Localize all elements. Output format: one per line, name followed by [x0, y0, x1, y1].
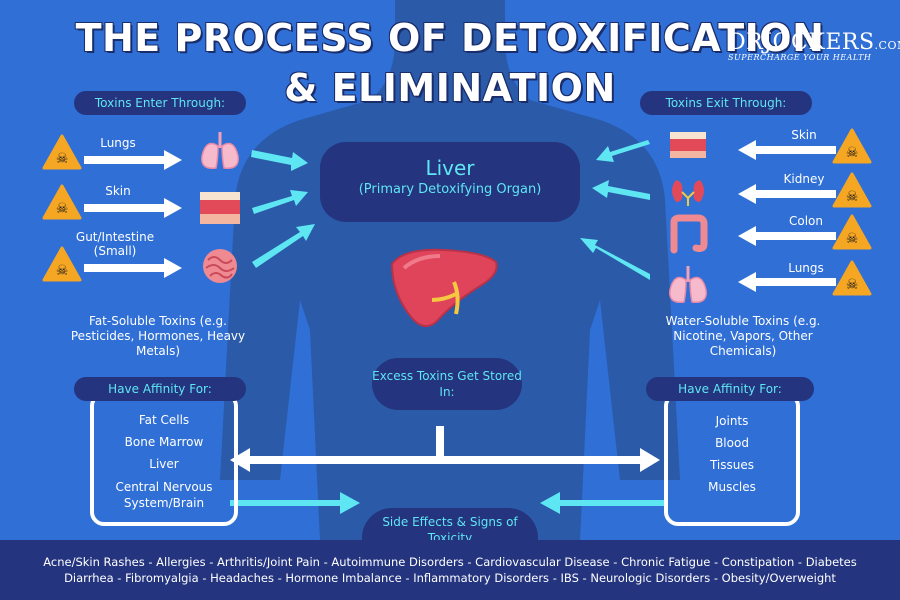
- svg-text:☠: ☠: [846, 231, 859, 247]
- svg-text:☠: ☠: [846, 145, 859, 161]
- liver-subtitle: (Primary Detoxifying Organ): [358, 182, 542, 197]
- arrow-left: [738, 272, 836, 292]
- exit-label-skin: Skin: [791, 128, 817, 142]
- fat-soluble-toxins: Fat-Soluble Toxins (e.g. Pesticides, Hor…: [70, 314, 246, 358]
- kidney-icon: [672, 180, 704, 206]
- arrow-left: [738, 226, 836, 246]
- toxins-exit-header: Toxins Exit Through:: [640, 91, 812, 115]
- liver-box: Liver (Primary Detoxifying Organ): [320, 142, 580, 222]
- logo-tagline: SUPERCHARGE YOUR HEALTH: [728, 53, 872, 62]
- right-affinity-header: Have Affinity For:: [646, 377, 814, 401]
- exit-label-lungs: Lungs: [788, 261, 824, 275]
- water-soluble-toxins: Water-Soluble Toxins (e.g. Nicotine, Vap…: [665, 314, 821, 358]
- source-label-gut: Gut/Intestine (Small): [75, 230, 155, 258]
- logo-brand: DRJOCKERS: [728, 30, 875, 55]
- right-affinity-list: Joints Blood Tissues Muscles: [668, 410, 796, 498]
- svg-text:☠: ☠: [56, 201, 69, 217]
- source-label-lungs: Lungs: [100, 136, 136, 150]
- affinity-item: Muscles: [708, 480, 756, 494]
- svg-text:☠: ☠: [56, 151, 69, 167]
- lungs-icon: [669, 266, 707, 303]
- svg-text:☠: ☠: [846, 277, 859, 293]
- warning-icon: ☠: [832, 260, 872, 296]
- affinity-item: Blood: [715, 436, 749, 450]
- title-line-2: & ELIMINATION: [284, 66, 616, 110]
- affinity-item: Joints: [715, 414, 749, 428]
- warning-icon: ☠: [42, 134, 82, 170]
- left-affinity-header: Have Affinity For:: [74, 377, 246, 401]
- source-label-skin: Skin: [105, 184, 131, 198]
- toxins-enter-header: Toxins Enter Through:: [74, 91, 246, 115]
- side-effects-line-1: Acne/Skin Rashes - Allergies - Arthritis…: [43, 555, 857, 569]
- skin-icon: [200, 192, 240, 224]
- exit-label-colon: Colon: [788, 214, 823, 228]
- arrow-left: [738, 140, 836, 160]
- arrow-right: [84, 258, 182, 278]
- warning-icon: ☠: [42, 184, 82, 220]
- side-effects-list: Acne/Skin Rashes - Allergies - Arthritis…: [0, 540, 900, 600]
- warning-icon: ☠: [832, 214, 872, 250]
- left-affinity-list: Fat Cells Bone Marrow Liver Central Nerv…: [94, 409, 234, 510]
- intestine-icon: [203, 249, 237, 283]
- warning-icon: ☠: [42, 246, 82, 282]
- arrow-right: [84, 150, 182, 170]
- colon-icon: [670, 214, 708, 254]
- affinity-item: Central Nervous System/Brain: [115, 480, 213, 510]
- side-effects-line-2: Diarrhea - Fibromyalgia - Headaches - Ho…: [64, 571, 836, 585]
- affinity-item: Tissues: [709, 458, 755, 472]
- warning-icon: ☠: [832, 172, 872, 208]
- affinity-item: Liver: [149, 457, 179, 471]
- liver-title: Liver: [425, 156, 475, 180]
- logo: DRJOCKERS.COM SUPERCHARGE YOUR HEALTH: [728, 30, 900, 62]
- excess-toxins-box: Excess Toxins Get Stored In:: [372, 358, 522, 410]
- warning-icon: ☠: [832, 128, 872, 164]
- svg-text:☠: ☠: [56, 263, 69, 279]
- arrow-right: [84, 198, 182, 218]
- title-line-1: THE PROCESS OF DETOXIFICATION: [75, 16, 825, 60]
- lungs-icon: [201, 132, 239, 169]
- svg-text:☠: ☠: [846, 189, 859, 205]
- affinity-item: Fat Cells: [138, 413, 190, 427]
- skin-icon: [670, 132, 706, 158]
- liver-icon: [390, 248, 498, 328]
- logo-domain: .COM: [874, 39, 900, 52]
- arrow-left: [738, 184, 836, 204]
- exit-label-kidney: Kidney: [783, 172, 825, 186]
- affinity-item: Bone Marrow: [124, 435, 204, 449]
